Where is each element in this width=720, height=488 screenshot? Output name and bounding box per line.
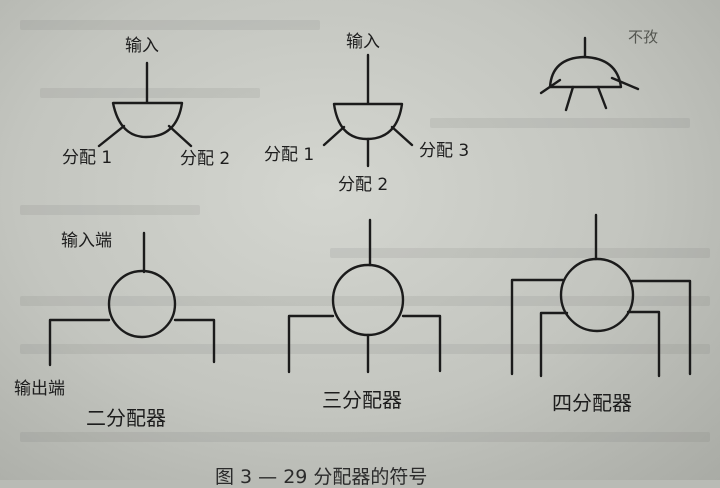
splitter2-out2-label: 分配 2 bbox=[180, 149, 231, 169]
splitter3-out2-label: 分配 2 bbox=[338, 175, 389, 195]
splitter2-lead-1 bbox=[97, 124, 126, 148]
three-way-lead-right bbox=[401, 314, 442, 373]
two-way-input-label: 输入端 bbox=[61, 231, 112, 251]
splitter2-out1-label: 分配 1 bbox=[62, 148, 113, 168]
splitter4-lead-2 bbox=[564, 85, 575, 112]
four-way-lead-3 bbox=[626, 310, 661, 378]
two-way-circle bbox=[107, 269, 177, 339]
two-way-lead-right bbox=[173, 318, 216, 364]
four-way-caption: 四分配器 bbox=[552, 391, 632, 415]
four-way-symbol bbox=[510, 213, 692, 378]
four-way-circle bbox=[559, 257, 635, 333]
two-way-symbol bbox=[48, 231, 216, 367]
four-way-lead-4 bbox=[630, 279, 692, 376]
splitter4-body bbox=[548, 55, 623, 89]
splitter2-symbol bbox=[97, 61, 193, 148]
two-way-lead-left bbox=[48, 318, 111, 367]
splitter4-symbol bbox=[539, 36, 640, 112]
splitter2-body bbox=[111, 101, 184, 139]
splitter2-input-label: 输入 bbox=[125, 36, 159, 56]
splitter4-faint-label: 不孜 bbox=[628, 28, 659, 46]
splitter4-lead-1 bbox=[539, 78, 562, 95]
three-way-symbol bbox=[287, 218, 442, 374]
splitter3-out1-label: 分配 1 bbox=[264, 145, 315, 165]
splitter3-out3-label: 分配 3 bbox=[419, 141, 470, 161]
splitter3-body bbox=[332, 102, 404, 141]
splitter4-lead-3 bbox=[596, 85, 608, 110]
splitter3-symbol bbox=[322, 53, 414, 168]
three-way-lead-left bbox=[287, 314, 335, 374]
three-way-caption: 三分配器 bbox=[322, 388, 402, 412]
four-way-lead-2 bbox=[539, 311, 569, 378]
splitter3-lead-3 bbox=[390, 125, 414, 147]
four-way-lead-1 bbox=[510, 278, 565, 376]
splitter3-lead-1 bbox=[322, 125, 346, 147]
splitter3-input-label: 输入 bbox=[346, 32, 380, 52]
two-way-caption: 二分配器 bbox=[86, 406, 166, 430]
three-way-circle bbox=[331, 263, 405, 337]
figure-caption: 图 3 — 29 分配器的符号 bbox=[215, 466, 428, 488]
splitter2-lead-2 bbox=[167, 124, 193, 148]
two-way-output-label: 输出端 bbox=[14, 379, 65, 399]
splitter4-lead-4 bbox=[610, 76, 640, 91]
